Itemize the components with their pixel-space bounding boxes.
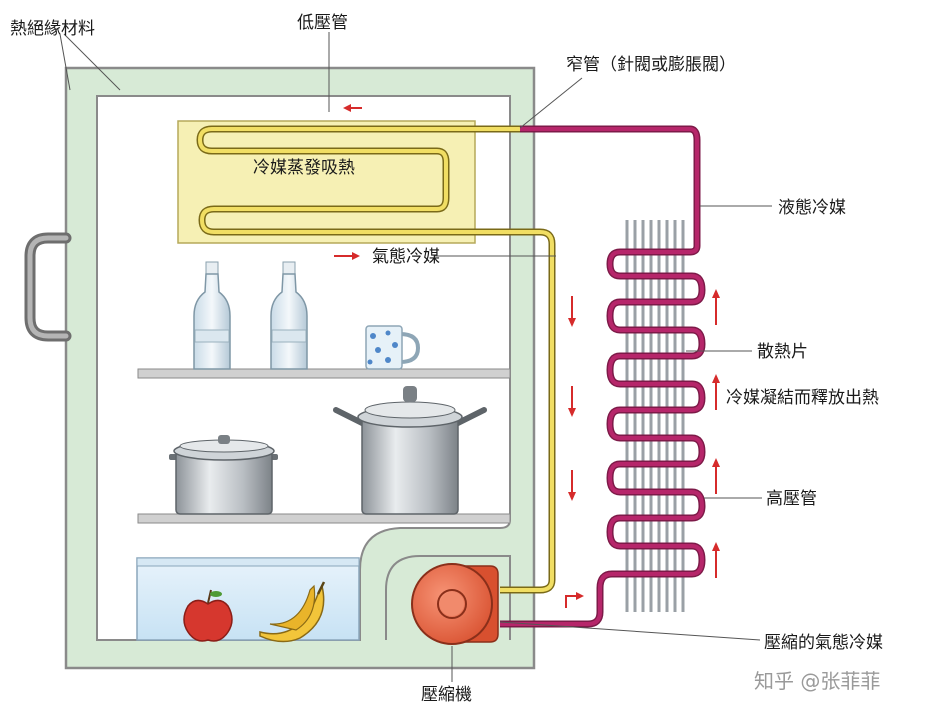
- bottle-icon: [193, 261, 231, 370]
- label-fins: 散熱片: [757, 342, 808, 362]
- label-high-pressure-pipe: 高壓管: [766, 489, 817, 509]
- label-insulation: 熱絕緣材料: [10, 19, 95, 39]
- cooking-pot-icon: [169, 435, 278, 515]
- polka-dot-mug-icon: [365, 325, 421, 370]
- watermark: 知乎 @张菲菲: [754, 669, 880, 693]
- door-handle-icon[interactable]: [24, 232, 72, 342]
- crisper-tray: [136, 557, 360, 641]
- label-low-pressure-pipe: 低壓管: [297, 13, 348, 33]
- evaporator-label: 冷媒蒸發吸熱: [253, 158, 355, 178]
- evaporator: 冷媒蒸發吸熱: [177, 120, 556, 594]
- apple-icon: [183, 589, 233, 642]
- label-condense-release: 冷媒凝結而釋放出熱: [726, 388, 879, 408]
- bottle-icon: [270, 261, 308, 370]
- label-capillary: 窄管（針閥或膨脹閥）: [566, 55, 736, 75]
- flow-arrows: [334, 104, 720, 608]
- compressor-icon[interactable]: [411, 563, 499, 645]
- label-compressor: 壓縮機: [421, 685, 472, 705]
- condenser: [500, 125, 706, 628]
- label-gas-refrigerant: 氣態冷媒: [372, 247, 440, 267]
- shelf-lower: [137, 513, 511, 524]
- label-liquid-refrigerant: 液態冷媒: [778, 198, 846, 218]
- cooking-pot-icon: [333, 386, 487, 515]
- shelf-upper: [137, 368, 511, 379]
- leader-lines: [59, 32, 772, 682]
- label-compressed-gas: 壓縮的氣態冷媒: [764, 633, 883, 653]
- banana-icon: [259, 581, 326, 643]
